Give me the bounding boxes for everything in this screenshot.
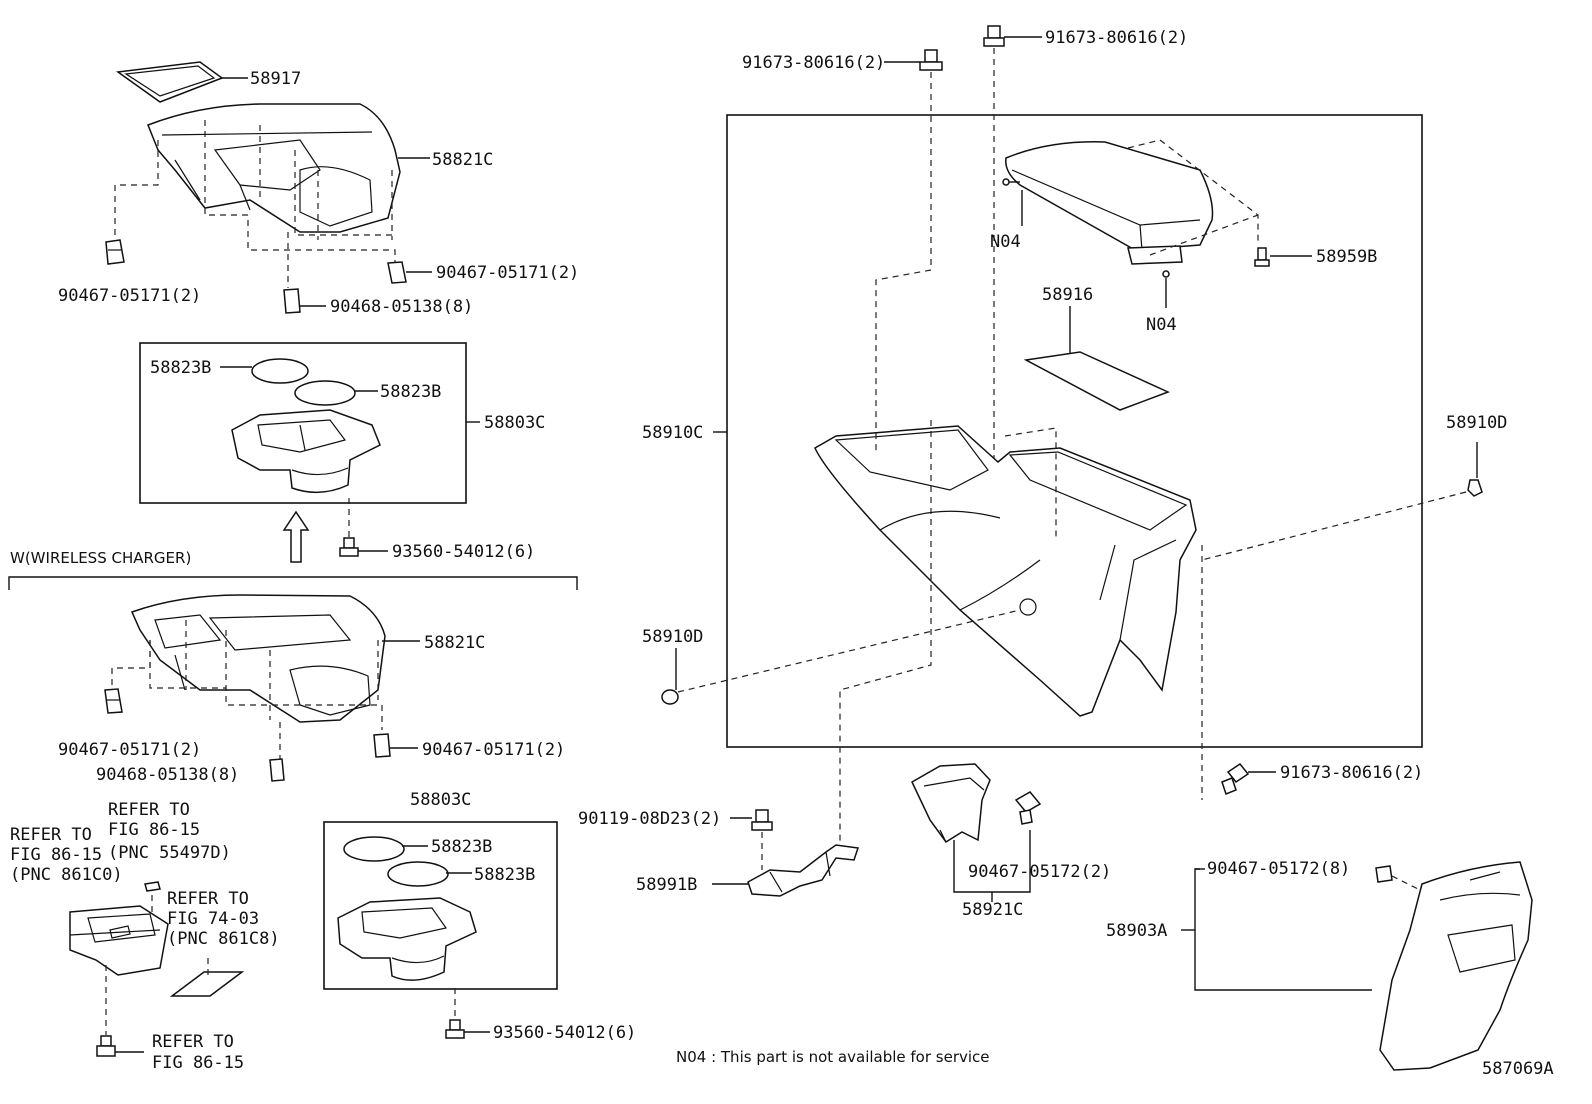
part-58903A-panel	[1379, 861, 1533, 1071]
label-refer-c-3: (PNC 861C8)	[167, 929, 280, 949]
part-58821C-lower-panel	[130, 594, 420, 723]
label-screw-93560-lower: 93560-54012(6)	[493, 1023, 636, 1043]
part-58803C-holder-lower	[337, 897, 477, 981]
bolt-91673-top-left	[884, 49, 943, 270]
label-refer-b-3: (PNC 55497D)	[108, 843, 231, 863]
label-refer-a-2: FIG 86-15	[10, 845, 102, 865]
part-58803C-holder-top	[231, 409, 381, 494]
small-tab-part	[144, 881, 161, 892]
screw-58959B	[1254, 247, 1312, 267]
part-58823B-ring-d	[387, 861, 472, 887]
clip-upper-center	[283, 288, 326, 314]
clip-90467-05172-a	[1014, 791, 1042, 825]
label-58821C-upper: 58821C	[432, 150, 493, 170]
label-58916: 58916	[1042, 285, 1093, 305]
label-58910D-right: 58910D	[1446, 413, 1507, 433]
label-58917: 58917	[250, 69, 301, 89]
label-refer-c-2: FIG 74-03	[167, 909, 259, 929]
label-refer-d-2: FIG 86-15	[152, 1053, 244, 1073]
box-58803C-lower	[323, 821, 558, 990]
label-58823B-c: 58823B	[431, 837, 492, 857]
label-screw-93560-top: 93560-54012(6)	[392, 542, 535, 562]
label-figure-id: 587069A	[1482, 1059, 1554, 1079]
label-n04-b: N04	[1146, 315, 1177, 335]
label-58910C: 58910C	[642, 423, 703, 443]
label-clip-upper-left: 90467-05171(2)	[58, 286, 201, 306]
label-clip-upper-center: 90468-05138(8)	[330, 297, 473, 317]
screw-refer-fig-86-15	[96, 1035, 144, 1057]
label-clip-90467-05172-a: 90467-05172(2)	[968, 862, 1111, 882]
label-58823B-a: 58823B	[150, 358, 211, 378]
n04-pin-b	[1162, 270, 1170, 308]
label-note: N04 : This part is not available for ser…	[676, 1048, 990, 1066]
part-58917-pad	[115, 61, 248, 103]
label-wireless-heading: W(WIRELESS CHARGER)	[10, 549, 191, 567]
part-armrest-lid	[1005, 141, 1214, 265]
label-bolt-91673-a: 91673-80616(2)	[742, 53, 885, 73]
label-58803C-lower: 58803C	[410, 790, 471, 810]
label-58903A: 58903A	[1106, 921, 1167, 941]
label-refer-a-3: (PNC 861C0)	[10, 865, 123, 885]
bolt-91673-lower	[1221, 762, 1276, 795]
screw-93560-top	[339, 498, 388, 557]
clip-lower-left	[104, 688, 123, 714]
plug-58910D-right	[1201, 442, 1483, 561]
label-refer-c-1: REFER TO	[167, 889, 249, 909]
n04-pin-a	[1002, 178, 1023, 226]
label-refer-a-1: REFER TO	[10, 825, 92, 845]
part-58910C-console-body	[814, 425, 1197, 717]
label-refer-d-1: REFER TO	[152, 1032, 234, 1052]
label-58921C: 58921C	[962, 900, 1023, 920]
part-58821C-upper-panel	[147, 103, 430, 233]
wireless-charger-unit	[69, 905, 169, 976]
plug-58910D-left	[661, 609, 1021, 705]
label-clip-lower-center: 90468-05138(8)	[96, 765, 239, 785]
clip-upper-right	[387, 261, 432, 284]
bracket-58903A	[1194, 868, 1372, 991]
box-58803C-top	[139, 342, 467, 504]
wireless-bracket	[8, 576, 578, 590]
label-58821C-lower: 58821C	[424, 633, 485, 653]
bracket-58921C	[953, 830, 1031, 893]
clip-lower-right	[373, 733, 418, 758]
bolt-90119-08D23	[730, 809, 773, 870]
label-58803C-top: 58803C	[484, 413, 545, 433]
label-58823B-d: 58823B	[474, 865, 535, 885]
label-58959B: 58959B	[1316, 247, 1377, 267]
label-refer-b-2: FIG 86-15	[108, 820, 200, 840]
label-bolt-91673-c: 91673-80616(2)	[1280, 763, 1423, 783]
up-arrow	[282, 510, 310, 563]
label-clip-lower-right: 90467-05171(2)	[422, 740, 565, 760]
clip-lower-center	[269, 758, 285, 782]
label-refer-b-1: REFER TO	[108, 800, 190, 820]
part-58823B-ring-a	[220, 358, 309, 384]
label-clip-upper-right: 90467-05171(2)	[436, 263, 579, 283]
part-58823B-ring-b	[294, 380, 378, 406]
label-clip-90467-05172-b: 90467-05172(8)	[1207, 859, 1350, 879]
part-58991B-bracket	[712, 844, 859, 897]
label-bolt-91673-b: 91673-80616(2)	[1045, 28, 1188, 48]
label-58910D-left: 58910D	[642, 627, 703, 647]
screw-93560-lower	[445, 988, 490, 1039]
part-58916-pad	[1023, 306, 1170, 411]
box-58910C	[726, 114, 1423, 748]
label-n04-a: N04	[990, 232, 1021, 252]
part-58921C-trim	[911, 763, 991, 844]
clip-90467-05172-b	[1375, 865, 1421, 891]
label-58823B-b: 58823B	[380, 382, 441, 402]
label-bolt-90119: 90119-08D23(2)	[578, 809, 721, 829]
part-58823B-ring-c	[343, 836, 428, 862]
label-clip-lower-left: 90467-05171(2)	[58, 740, 201, 760]
wireless-pad-sheet	[169, 971, 245, 997]
clip-upper-left	[105, 239, 125, 265]
label-58991B: 58991B	[636, 875, 697, 895]
